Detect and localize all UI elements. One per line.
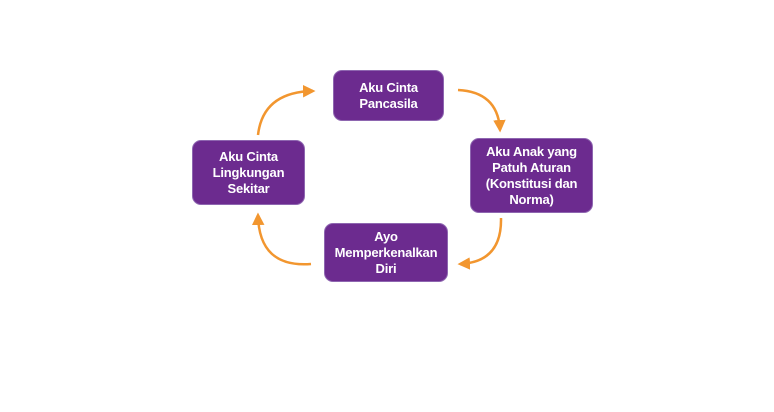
arrow-right-to-bottom [457, 217, 503, 270]
arrow-bottom-to-left [251, 212, 312, 266]
arrow-top-to-right [457, 88, 506, 133]
node-aku-anak-patuh-aturan: Aku Anak yang Patuh Aturan (Konstitusi d… [470, 138, 593, 213]
node-aku-cinta-lingkungan-sekitar: Aku Cinta Lingkungan Sekitar [192, 140, 305, 205]
arrow-left-to-top [256, 84, 316, 136]
node-aku-cinta-pancasila: Aku Cinta Pancasila [333, 70, 444, 121]
node-ayo-memperkenalkan-diri: Ayo Memperkenalkan Diri [324, 223, 448, 282]
